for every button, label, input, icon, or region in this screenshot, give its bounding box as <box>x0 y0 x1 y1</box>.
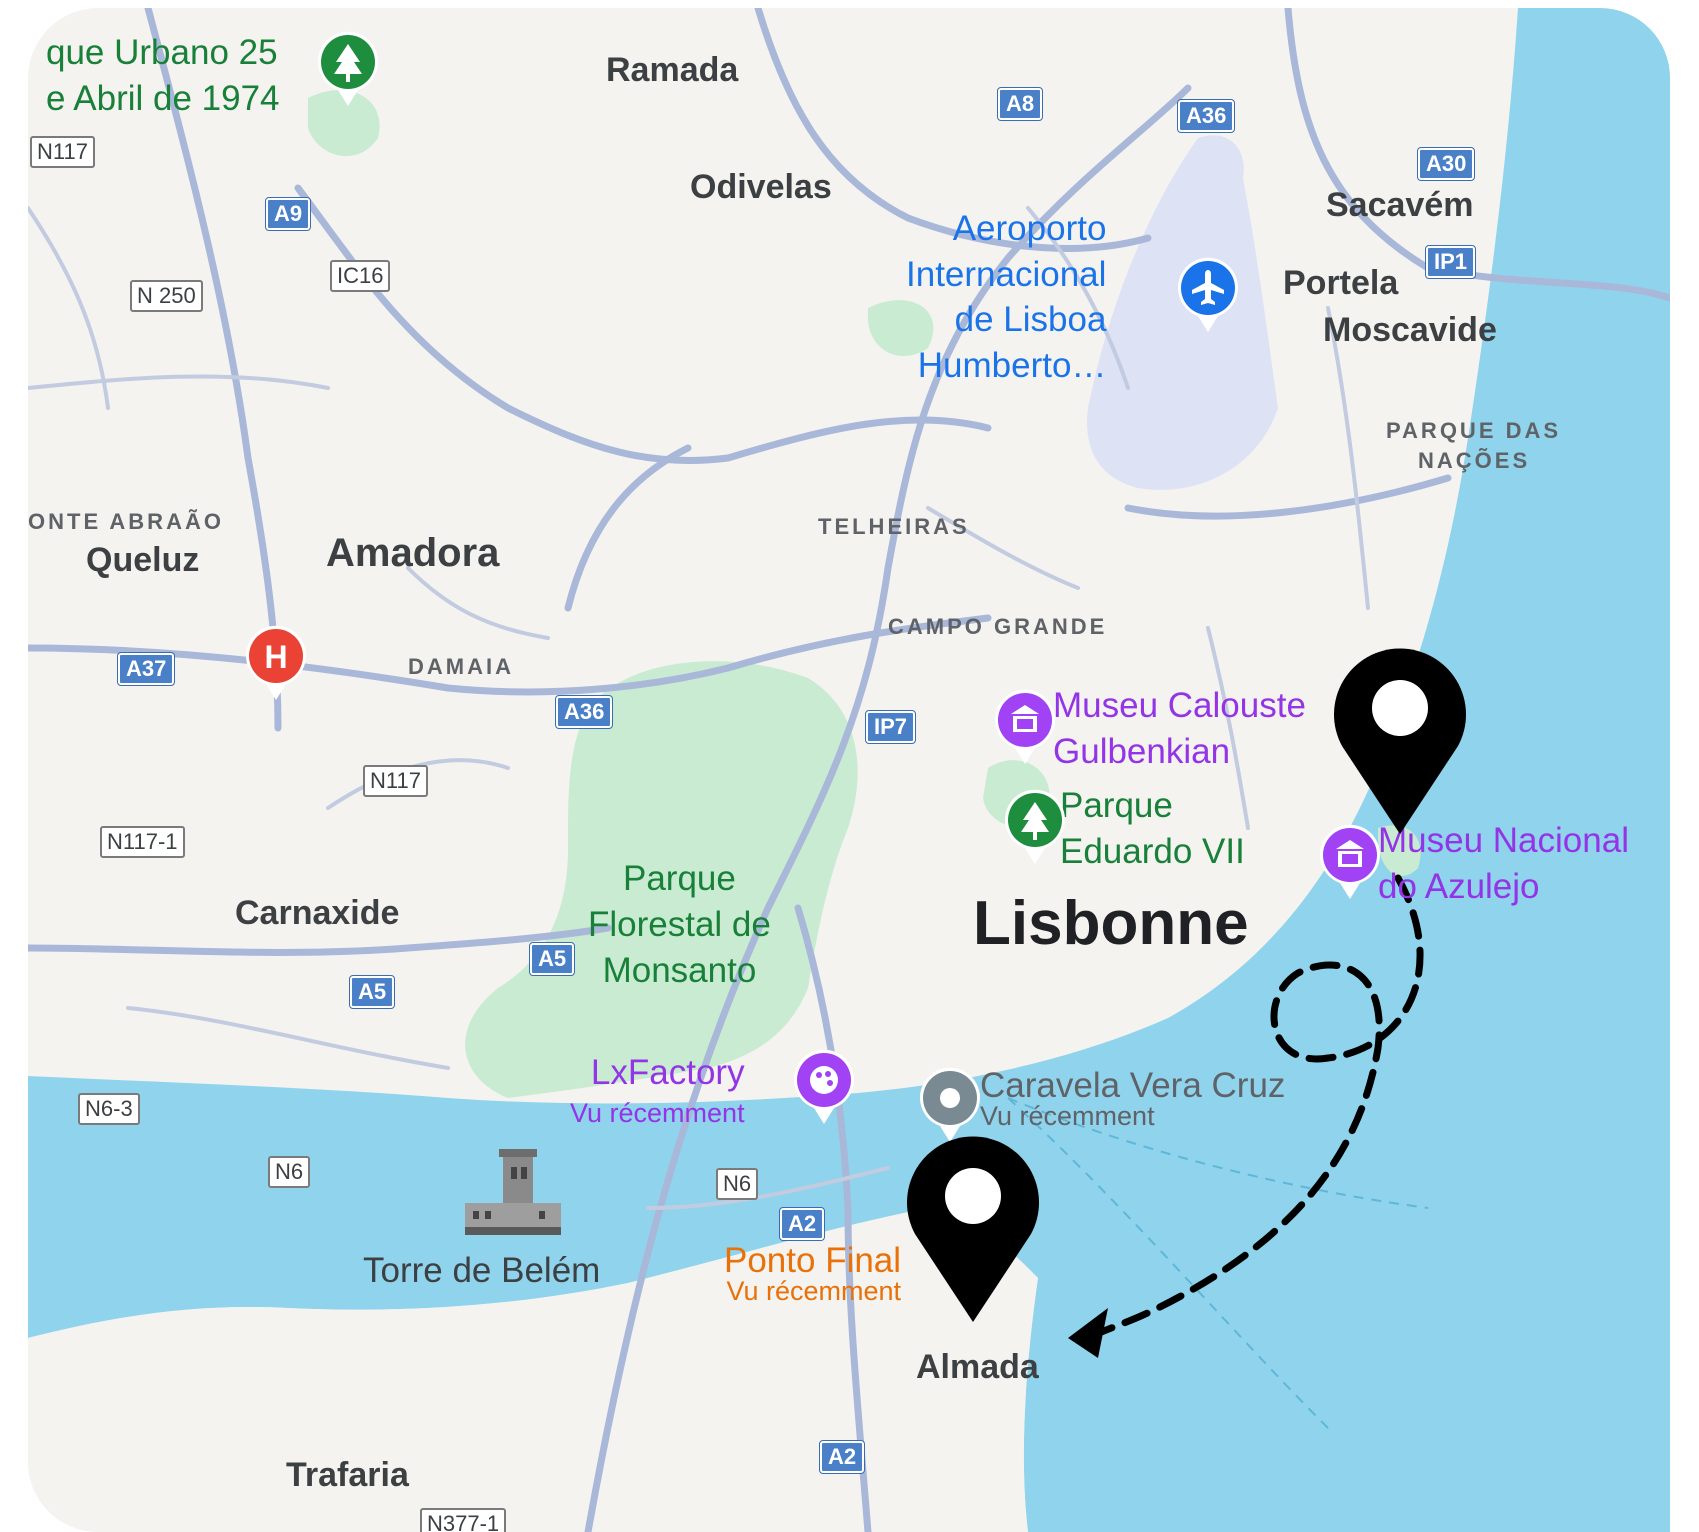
road-shield-a36: A36 <box>1176 99 1236 133</box>
road-shield-n117: N117 <box>30 136 95 168</box>
tree-icon[interactable] <box>316 30 380 108</box>
poi-label-torre-belem[interactable]: Torre de Belém <box>363 1251 601 1290</box>
green-area-1 <box>308 90 380 157</box>
road-shield-ic16: IC16 <box>330 260 391 292</box>
monsanto-park <box>465 661 858 1098</box>
road-shield-a37: A37 <box>116 652 176 686</box>
city-label-portela: Portela <box>1283 264 1399 302</box>
poi-label-parque-urbano[interactable]: que Urbano 25 e Abril de 1974 <box>46 33 280 119</box>
museum-icon[interactable] <box>1318 823 1382 901</box>
road-shield-ip1: IP1 <box>1424 245 1477 279</box>
road-shield-a5-1: A5 <box>528 942 576 976</box>
city-label-queluz: Queluz <box>86 541 200 579</box>
airplane-icon[interactable] <box>1176 256 1240 334</box>
south-bank-land <box>28 1208 1038 1532</box>
road-shield-n377: N377-1 <box>420 1508 507 1532</box>
city-label-sacavem: Sacavém <box>1326 186 1474 224</box>
road-shield-a2-2: A2 <box>818 1440 866 1474</box>
city-label-amadora: Amadora <box>326 531 500 575</box>
tree-icon[interactable] <box>1003 788 1067 866</box>
road-shield-n6-2: N6 <box>716 1168 759 1200</box>
ferry-routes <box>1007 1097 1429 1429</box>
poi-label-airport[interactable]: Aeroporto Internacional de Lisboa Humber… <box>906 209 1107 385</box>
poi-label-gulbenkian[interactable]: Museu Calouste Gulbenkian <box>1053 686 1306 771</box>
city-label-trafaria: Trafaria <box>286 1456 409 1494</box>
city-label-lisbonne: Lisbonne <box>973 889 1249 958</box>
road-shield-a36-mid: A36 <box>554 695 614 729</box>
map-view[interactable]: Lisbonne Amadora Odivelas Ramada Sacavém… <box>28 8 1670 1532</box>
district-label-monte-abraao: ONTE ABRAÃO <box>28 509 224 534</box>
road-shield-a5-2: A5 <box>348 975 396 1009</box>
museum-icon[interactable] <box>993 688 1057 766</box>
palette-icon[interactable] <box>792 1048 856 1126</box>
poi-label-azulejo[interactable]: Museu Nacional do Azulejo <box>1378 821 1629 906</box>
poi-label-lxfactory[interactable]: LxFactory Vu récemment <box>570 1053 745 1128</box>
map-pin-icon[interactable] <box>1330 638 1470 838</box>
poi-label-monsanto[interactable]: Parque Florestal de Monsanto <box>588 859 771 991</box>
south-bay <box>1028 1338 1428 1532</box>
route-arrow <box>1084 874 1424 1342</box>
district-label-damaia: DAMAIA <box>408 654 514 679</box>
airport-area <box>1087 135 1278 490</box>
road-shield-n117-1: N117-1 <box>100 826 185 858</box>
city-label-odivelas: Odivelas <box>690 168 832 206</box>
tower-icon[interactable] <box>463 1143 563 1243</box>
green-area-4 <box>1378 825 1421 877</box>
city-label-almada: Almada <box>916 1348 1039 1386</box>
city-label-ramada: Ramada <box>606 51 739 89</box>
road-shield-a9: A9 <box>264 197 312 231</box>
hospital-icon[interactable]: H <box>244 624 308 702</box>
road-shield-a8: A8 <box>996 87 1044 121</box>
map-pin-icon[interactable] <box>903 1126 1043 1326</box>
city-label-moscavide: Moscavide <box>1323 311 1497 349</box>
route-arrowhead <box>1068 1308 1108 1358</box>
place-icon[interactable] <box>918 1066 982 1144</box>
green-area-3 <box>868 300 934 357</box>
road-shield-n6-3: N6-3 <box>78 1093 140 1125</box>
svg-text:H: H <box>264 639 287 675</box>
district-label-parque-nacoes-1: PARQUE DAS <box>1386 418 1562 443</box>
district-label-parque-nacoes-2: NAÇÕES <box>1418 448 1531 473</box>
road-shield-n117-2: N117 <box>363 765 428 797</box>
city-label-carnaxide: Carnaxide <box>235 894 400 932</box>
map-canvas <box>28 8 1670 1532</box>
road-shield-ip7: IP7 <box>864 710 917 744</box>
district-label-campo-grande: CAMPO GRANDE <box>888 614 1108 639</box>
poi-label-eduardo[interactable]: Parque Eduardo VII <box>1060 786 1245 872</box>
road-shield-n250: N 250 <box>130 280 203 312</box>
district-label-telheiras: TELHEIRAS <box>818 514 970 539</box>
road-shield-a30: A30 <box>1416 147 1476 181</box>
road-shield-a2-1: A2 <box>778 1207 826 1241</box>
poi-label-caravela[interactable]: Caravela Vera Cruz Vu récemment <box>980 1066 1286 1131</box>
poi-label-ponto-final[interactable]: Ponto Final Vu récemment <box>724 1241 902 1306</box>
road-shield-n6-1: N6 <box>268 1156 311 1188</box>
tagus-river <box>28 8 1670 1532</box>
